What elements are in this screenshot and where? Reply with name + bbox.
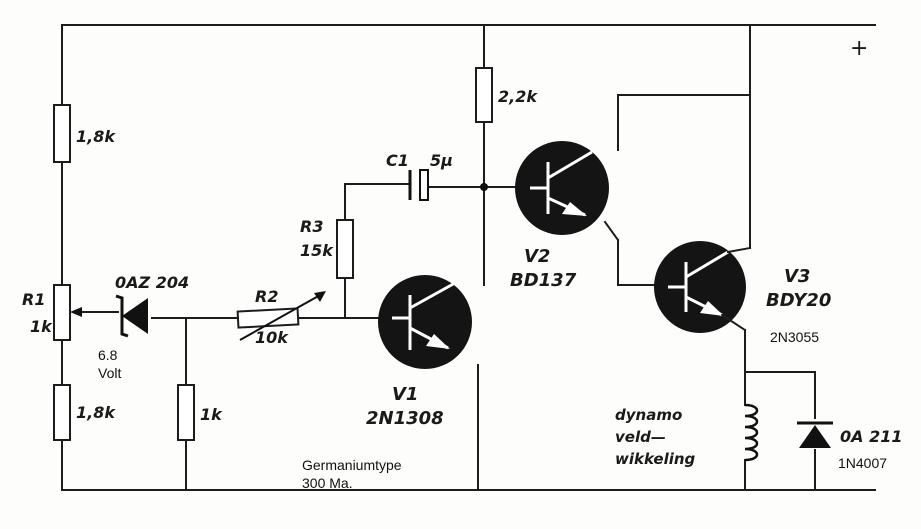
label-r2-value: 10k: [255, 328, 289, 347]
v1-emitter-arrow-icon: [426, 334, 450, 349]
transistor-v3-body: [654, 241, 746, 333]
label-zener-voltage-1: 6.8: [98, 347, 118, 363]
v3-emitter-link: [720, 313, 747, 332]
zener-triangle-icon: [122, 298, 148, 334]
potentiometer-r1: [53, 284, 71, 341]
v3-collector-lead: [685, 250, 729, 279]
diode-triangle-icon: [799, 425, 831, 448]
transistor-v1-body: [378, 275, 472, 369]
label-v1-note-2: 300 Ma.: [302, 475, 353, 491]
label-r3-name: R3: [300, 217, 323, 236]
zener-bar-icon: [115, 294, 129, 338]
label-1k-shunt: 1k: [200, 405, 223, 424]
label-c1-value: 5µ: [430, 151, 453, 170]
resistor-r2: [236, 307, 300, 329]
plus-terminal-label: +: [850, 36, 868, 61]
label-r2-name: R2: [255, 287, 278, 306]
v2-emitter-arrow-icon: [562, 202, 587, 216]
wiper-arrow-icon: [70, 307, 82, 317]
field-coil-icon: [744, 403, 759, 462]
label-r-bottom: 1,8k: [76, 403, 116, 422]
label-v1-type: 2N1308: [366, 408, 444, 429]
resistor-r3: [336, 219, 354, 279]
resistor-collector: [475, 67, 493, 123]
label-diode-alt: 1N4007: [838, 455, 887, 471]
label-v2-type: BD137: [510, 270, 577, 291]
resistor-bottom-left: [53, 384, 71, 441]
junction-dot: [480, 183, 488, 191]
label-diode-name: 0A 211: [840, 427, 902, 446]
label-zener-voltage-2: Volt: [98, 365, 121, 381]
label-v3-name: V3: [784, 266, 810, 287]
label-coil-3: wikkeling: [615, 450, 696, 468]
label-r1-name: R1: [22, 290, 45, 309]
variable-arrow-icon: [314, 291, 326, 302]
variable-arrow-line: [239, 293, 323, 341]
label-c1-name: C1: [386, 151, 409, 170]
resistor-top-left: [53, 104, 71, 163]
v2-collector-lead: [547, 150, 593, 180]
label-coil-2: veld—: [615, 428, 666, 446]
label-v1-name: V1: [392, 384, 418, 405]
transistor-v1: [378, 275, 472, 369]
label-r-top: 1,8k: [76, 127, 116, 146]
capacitor-plate-right: [419, 169, 429, 201]
v2-emitter-wire: [603, 220, 620, 242]
label-collector-resistor: 2,2k: [498, 87, 538, 106]
label-coil-1: dynamo: [615, 406, 682, 424]
transistor-v3: [654, 241, 746, 333]
zener-diode: [115, 294, 148, 338]
label-zener: 0AZ 204: [115, 273, 189, 292]
transistor-v2: [515, 141, 609, 235]
label-r1-value: 1k: [30, 317, 53, 336]
v1-collector-lead: [409, 281, 456, 310]
wires: [61, 24, 876, 491]
transistor-v2-body: [515, 141, 609, 235]
label-r3-value: 15k: [300, 241, 334, 260]
resistor-1k-shunt: [177, 384, 195, 441]
label-v2-name: V2: [524, 246, 550, 267]
v3-emitter-arrow-icon: [700, 301, 724, 316]
label-v1-note-1: Germaniumtype: [302, 457, 402, 473]
label-v3-alt: 2N3055: [770, 329, 819, 345]
v3-collector-wire: [726, 246, 752, 254]
label-v3-type: BDY20: [766, 290, 831, 311]
